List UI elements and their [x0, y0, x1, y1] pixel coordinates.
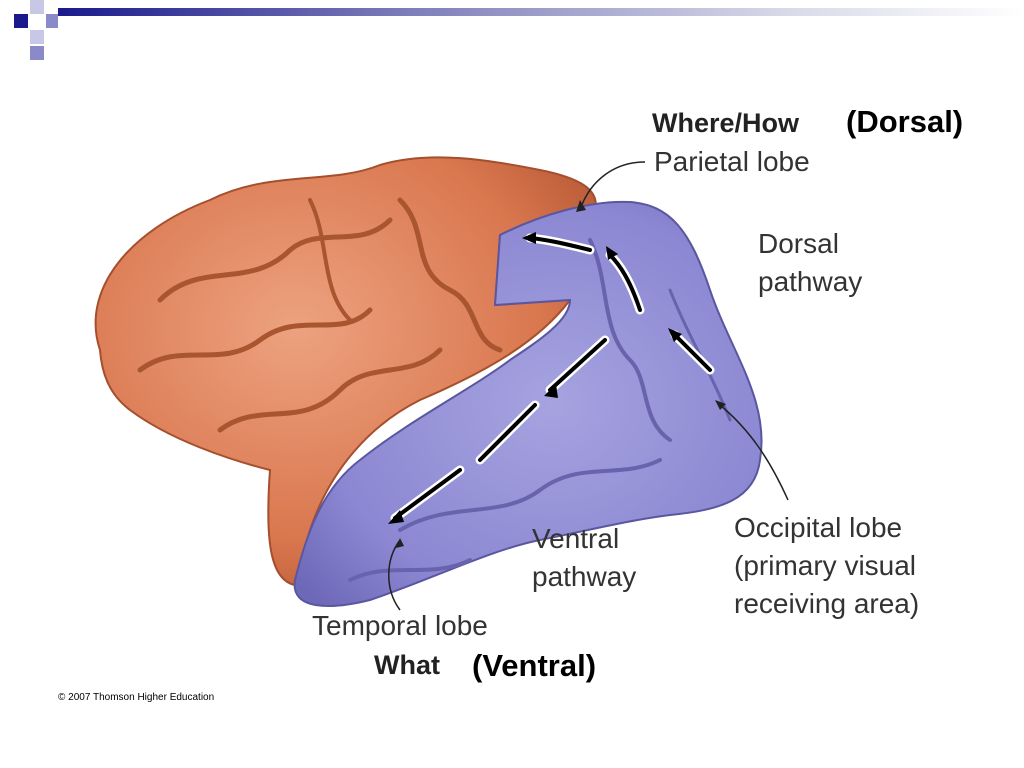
copyright-notice: © 2007 Thomson Higher Education: [58, 692, 215, 703]
deco-square: [30, 46, 44, 60]
gyrus-line: [308, 198, 352, 322]
ventral-pathway-label: pathway: [532, 561, 637, 592]
gyrus-line: [588, 238, 672, 442]
deco-square: [30, 0, 44, 14]
leader-arrowheads: [396, 200, 726, 548]
brain-illustration: [94, 156, 789, 611]
dorsal-title: (Dorsal): [846, 104, 964, 139]
leader-lines: [388, 161, 789, 611]
dorsal-arrowheads: [522, 232, 682, 342]
occipital-lobe-label: (primary visual: [734, 550, 917, 581]
where-how-label: Where/How: [652, 108, 800, 138]
deco-square: [14, 14, 28, 28]
dorsal-pathway-label: Dorsal: [758, 228, 839, 259]
ventral-arrowheads: [388, 384, 558, 524]
deco-square: [30, 30, 44, 44]
header-gradient-bar: [58, 8, 1024, 16]
ventral-pathway-arrows: [390, 335, 610, 523]
gyrus-line: [157, 217, 393, 303]
gyrus-line: [137, 307, 373, 373]
temporal-lobe-label: Temporal lobe: [312, 610, 488, 641]
ventral-pathway-label: Ventral: [532, 523, 620, 554]
what-label: What: [374, 650, 440, 680]
gyrus-line: [217, 347, 443, 433]
frontal-lobe-region: [94, 156, 597, 587]
slide-header-decoration: [0, 0, 1024, 60]
occipital-lobe-label: Occipital lobe: [734, 512, 903, 543]
ventral-title: (Ventral): [472, 648, 597, 683]
gyrus-line: [348, 558, 472, 582]
deco-square: [46, 14, 58, 28]
parietal-lobe-label: Parietal lobe: [654, 146, 810, 177]
gyrus-line: [398, 458, 662, 532]
dorsal-pathway-label: pathway: [758, 266, 863, 297]
occipital-lobe-label: receiving area): [734, 588, 920, 619]
deco-square: [14, 30, 28, 44]
gyrus-line: [397, 197, 503, 353]
